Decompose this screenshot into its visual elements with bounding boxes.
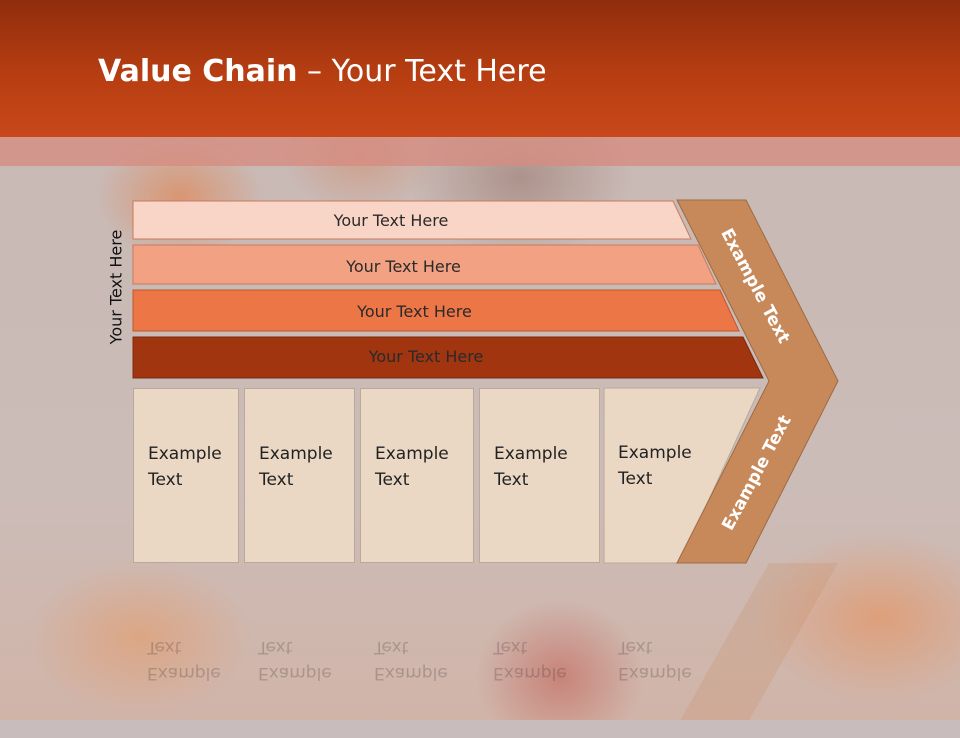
diagram-shapes xyxy=(132,199,839,720)
box-2-line1: Example xyxy=(259,444,333,464)
chevron-labels: Example Text Example Text xyxy=(716,225,795,534)
bar-1-shape xyxy=(132,200,692,240)
header-band xyxy=(0,137,960,166)
box-5-line1: Example xyxy=(618,443,692,463)
bar-2: Your Text Here xyxy=(133,246,698,286)
box-2-line2: Text xyxy=(259,470,294,490)
title-rest: – Your Text Here xyxy=(297,54,547,89)
box-1-line2: Text xyxy=(148,470,183,490)
bar-4: Your Text Here xyxy=(133,336,743,376)
bar-1: Your Text Here xyxy=(133,200,673,240)
bar-3-shape xyxy=(132,289,740,332)
chevron-shape xyxy=(676,199,839,564)
bar-3-label: Your Text Here xyxy=(357,301,472,321)
bar-1-label: Your Text Here xyxy=(333,210,449,230)
box-4-line1: Example xyxy=(494,444,568,464)
box-5-line2: Text xyxy=(618,469,653,489)
bar-2-shape xyxy=(132,244,717,285)
chevron-reflection xyxy=(677,563,838,720)
chevron-lower-label: Example Text xyxy=(718,412,795,534)
box-3-line2: Text xyxy=(375,470,410,490)
chevron-upper-label: Example Text xyxy=(716,225,793,347)
title-bar xyxy=(0,0,960,137)
box-4-line2: Text xyxy=(494,470,529,490)
page-title: Value Chain – Your Text Here xyxy=(98,54,547,89)
title-bold: Value Chain xyxy=(98,54,298,89)
bar-4-label: Your Text Here xyxy=(368,346,484,366)
bar-4-shape xyxy=(132,336,764,379)
box-3-line1: Example xyxy=(375,444,449,464)
bar-2-label: Your Text Here xyxy=(346,256,461,276)
box-1-line1: Example xyxy=(148,444,222,464)
bar-3: Your Text Here xyxy=(133,291,720,331)
